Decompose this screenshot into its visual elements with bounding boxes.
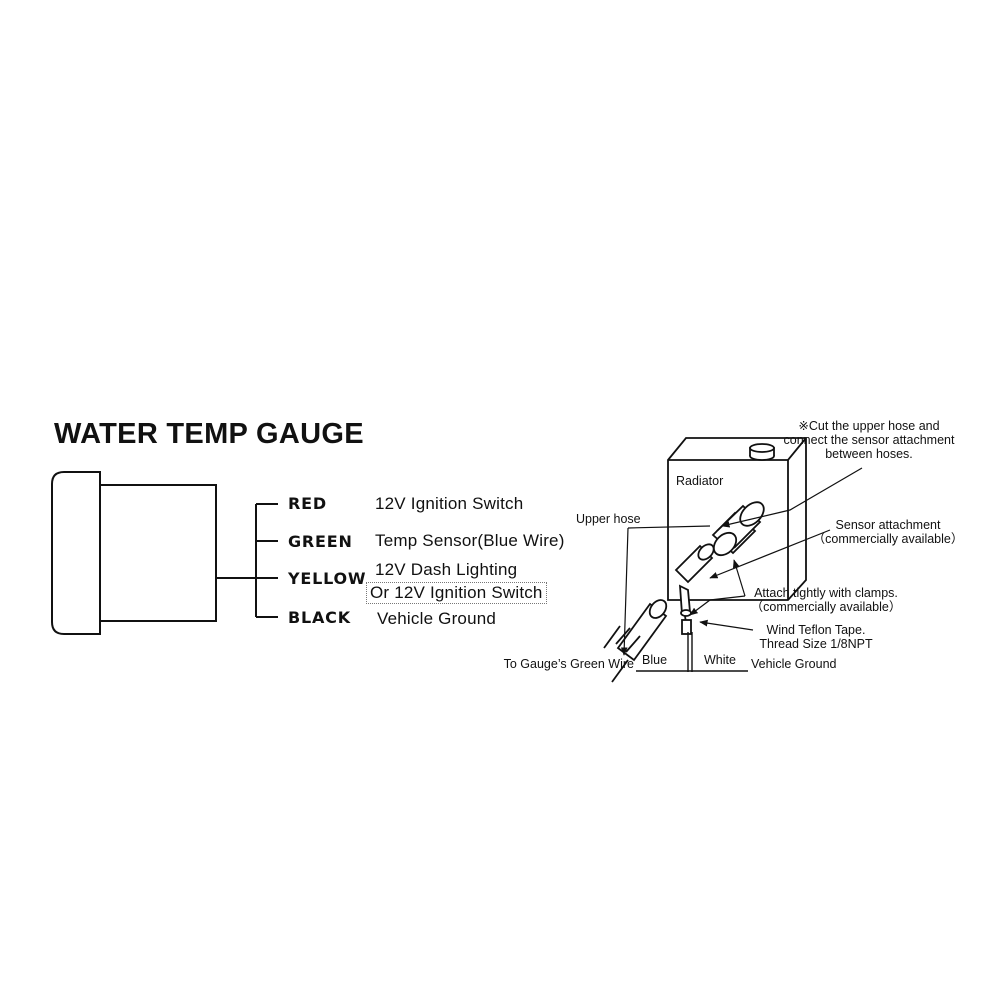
- wire-connection-yellow: 12V Dash Lighting: [375, 560, 518, 579]
- wire-connection-green: Temp Sensor(Blue Wire): [375, 531, 565, 550]
- teflon-line: Wind Teflon Tape.: [766, 623, 866, 637]
- sensor-attachment-icon: [674, 543, 715, 635]
- install-note-line: connect the sensor attachment: [783, 433, 955, 447]
- leader-arrows: [620, 467, 863, 656]
- lower-hose-icon: [603, 599, 668, 683]
- sensor-attachment-line: Sensor attachment: [835, 518, 941, 532]
- sensor-wires: [636, 632, 748, 672]
- to-gauge-label: To Gauge’s Green Wire: [503, 657, 634, 671]
- white-wire-label: White: [704, 653, 736, 667]
- sensor-attachment-line: （commercially available）: [812, 532, 964, 546]
- upper-hose-stub-icon: [711, 501, 765, 557]
- page-title: WATER TEMP GAUGE: [54, 418, 364, 450]
- wire-label-black: BLACK: [288, 608, 351, 627]
- clamp-line: Attach tightly with clamps.: [754, 586, 898, 600]
- wire-label-green: GREEN: [288, 532, 353, 551]
- gauge-icon: [51, 471, 256, 635]
- wire-label-yellow: YELLOW: [288, 569, 367, 588]
- wire-connection-red: 12V Ignition Switch: [375, 494, 524, 513]
- upper-hose-label: Upper hose: [576, 512, 641, 526]
- blue-wire-label: Blue: [642, 653, 668, 667]
- wire-connection-yellow-alt: Or 12V Ignition Switch: [366, 582, 547, 604]
- teflon-label: Wind Teflon Tape. Thread Size 1/8NPT: [748, 623, 884, 651]
- wire-connection-black: Vehicle Ground: [377, 609, 497, 628]
- install-note-line: ※Cut the upper hose and: [798, 419, 940, 433]
- radiator-label: Radiator: [676, 474, 724, 488]
- wire-label-red: RED: [288, 494, 327, 513]
- install-note-line: between hoses.: [825, 447, 913, 461]
- wire-harness: [255, 503, 278, 618]
- vehicle-ground-label: Vehicle Ground: [751, 657, 837, 671]
- install-note: ※Cut the upper hose and connect the sens…: [764, 419, 974, 461]
- clamp-label: Attach tightly with clamps. （commerciall…: [740, 586, 912, 614]
- clamp-line: （commercially available）: [750, 600, 902, 614]
- sensor-attachment-label: Sensor attachment （commercially availabl…: [808, 518, 968, 546]
- teflon-line: Thread Size 1/8NPT: [759, 637, 873, 651]
